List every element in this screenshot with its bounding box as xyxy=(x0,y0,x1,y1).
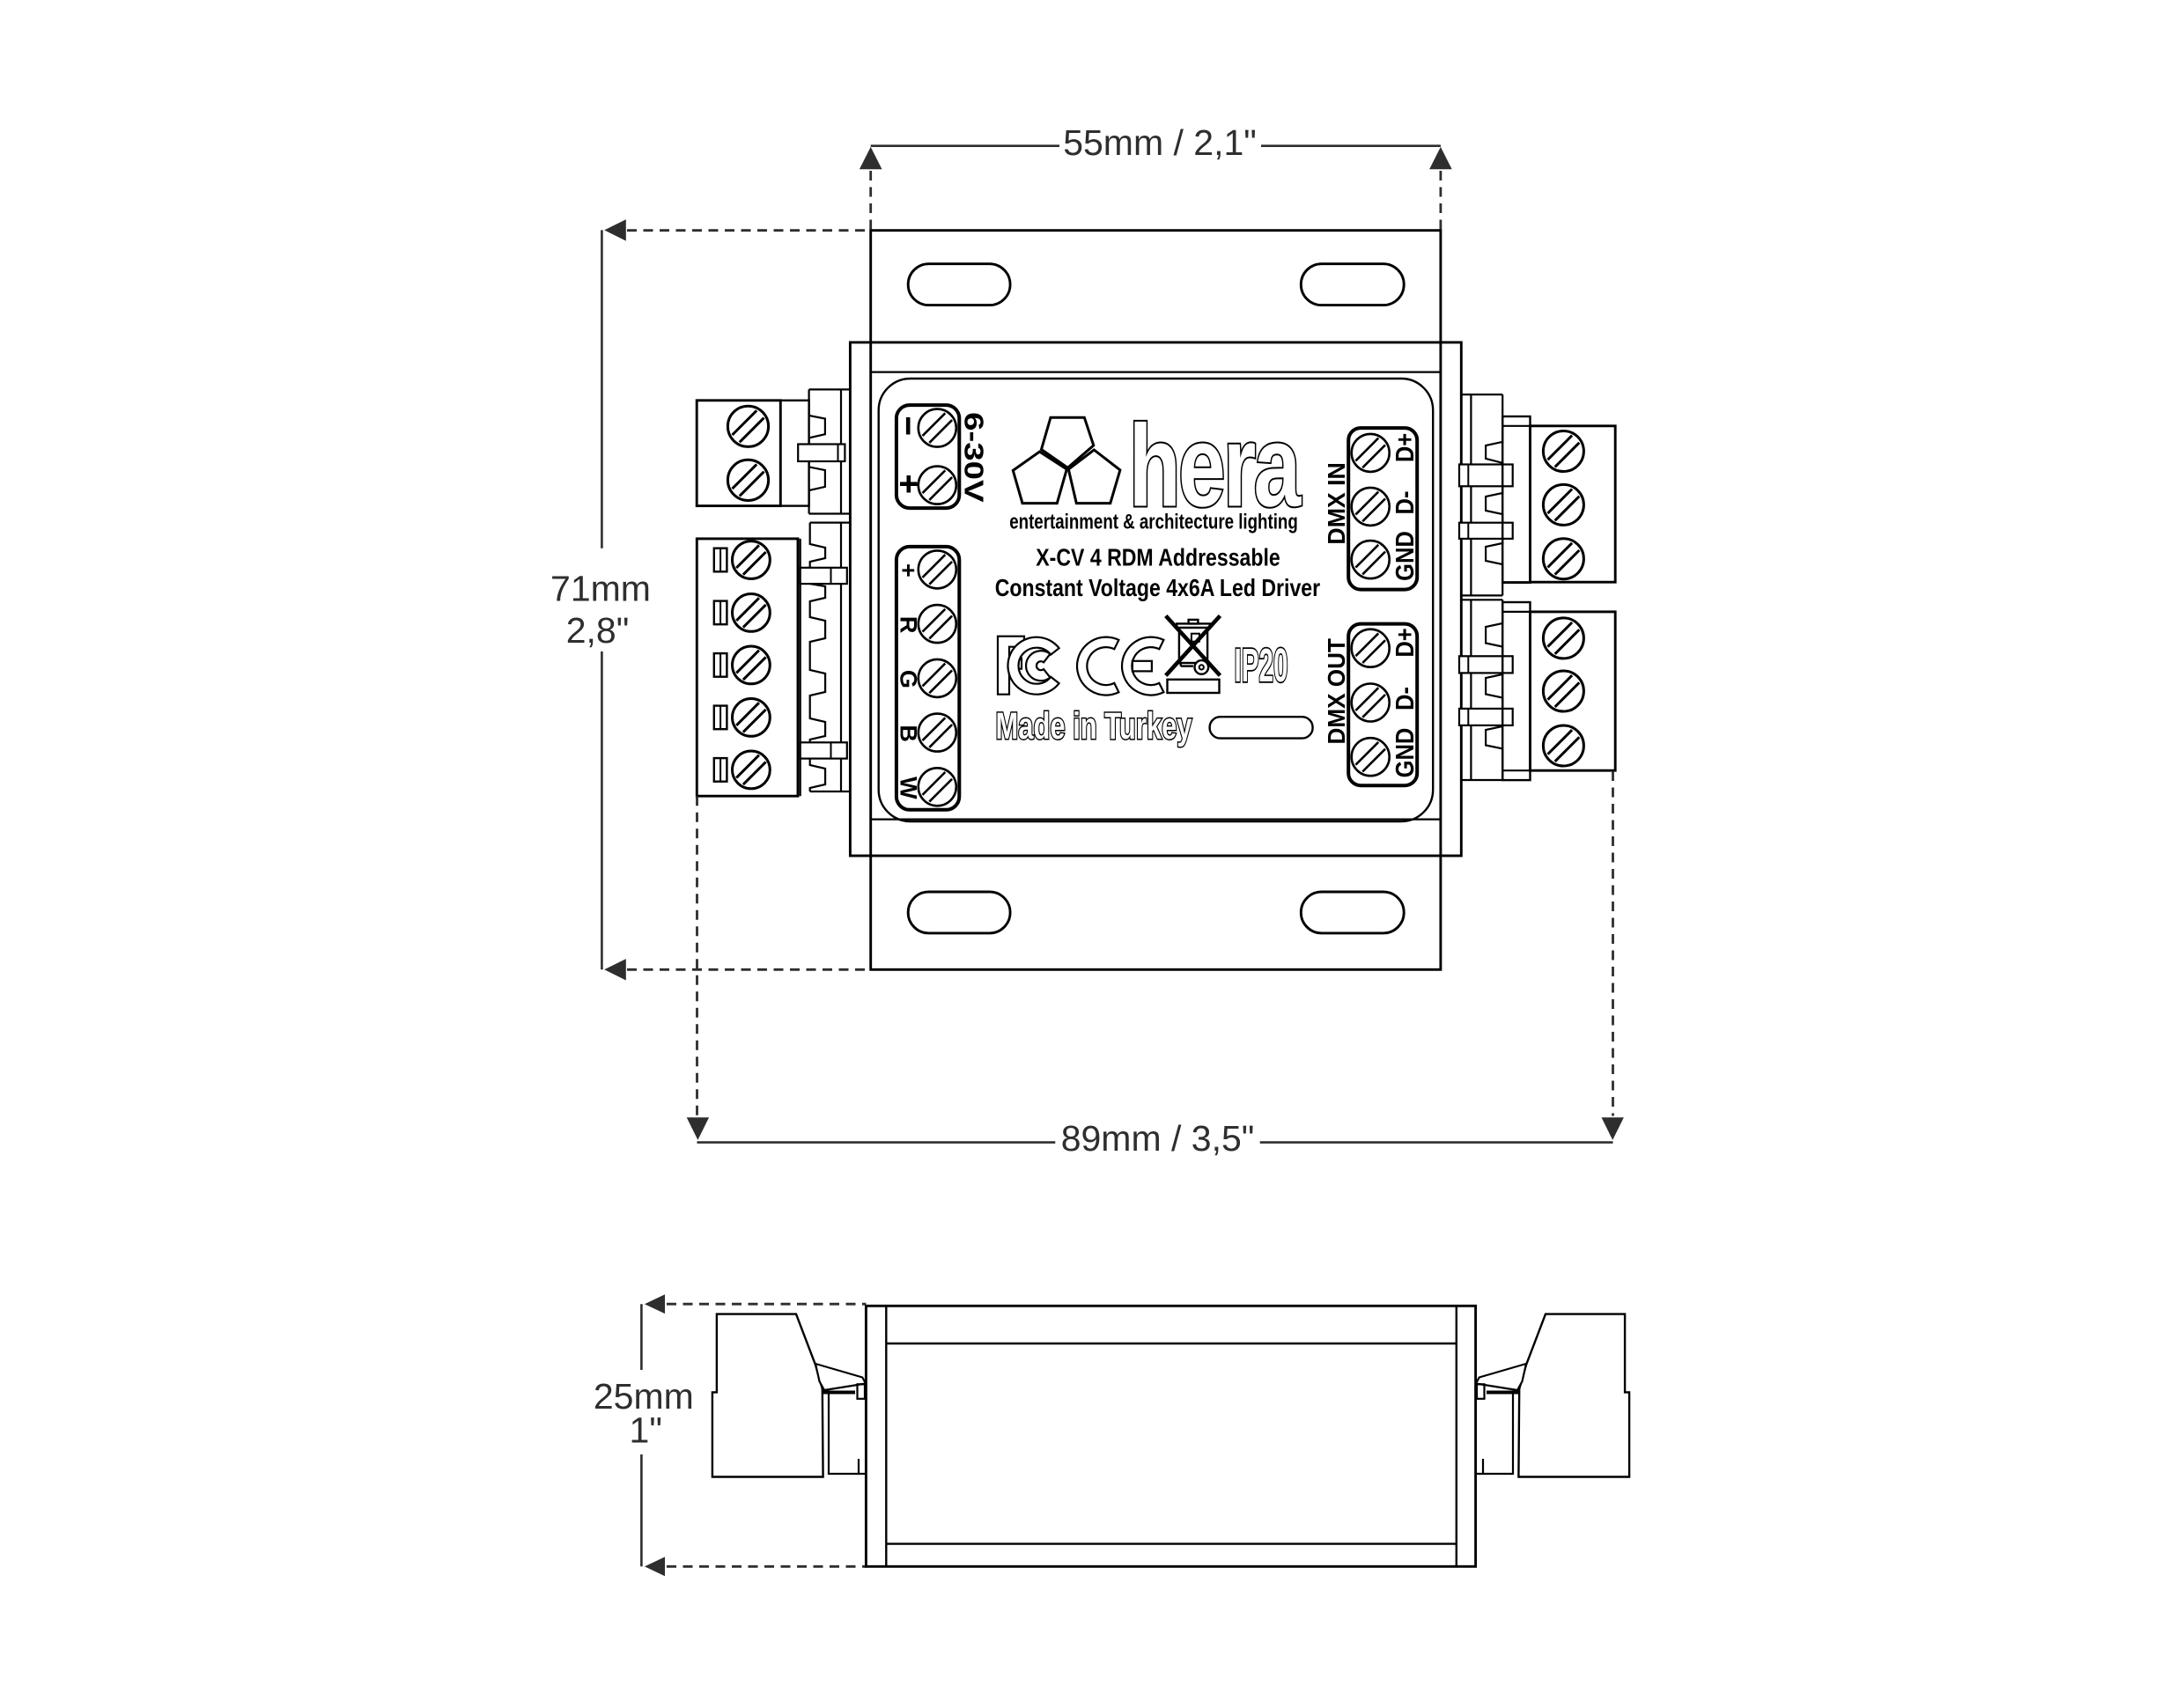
svg-text:IP20: IP20 xyxy=(1234,640,1288,692)
svg-text:89mm / 3,5": 89mm / 3,5" xyxy=(1061,1118,1255,1159)
svg-text:D-: D- xyxy=(1390,687,1419,710)
svg-text:B: B xyxy=(896,725,922,742)
svg-text:2,8": 2,8" xyxy=(566,610,630,651)
svg-text:+: + xyxy=(896,563,922,578)
svg-text:entertainment & architecture l: entertainment & architecture lighting xyxy=(1009,510,1298,534)
svg-text:DMX OUT: DMX OUT xyxy=(1323,637,1350,744)
svg-text:D+: D+ xyxy=(1390,433,1419,462)
svg-text:X-CV 4 RDM Addressable: X-CV 4 RDM Addressable xyxy=(1036,544,1280,570)
svg-text:R: R xyxy=(896,616,922,634)
svg-text:GND: GND xyxy=(1390,728,1419,778)
svg-text:Constant Voltage 4x6A Led Driv: Constant Voltage 4x6A Led Driver xyxy=(995,575,1321,601)
svg-text:55mm / 2,1": 55mm / 2,1" xyxy=(1063,122,1257,163)
svg-text:1": 1" xyxy=(630,1410,662,1451)
svg-text:D+: D+ xyxy=(1390,628,1419,657)
svg-text:GND: GND xyxy=(1390,531,1419,581)
svg-text:DMX IN: DMX IN xyxy=(1323,462,1350,544)
svg-text:6-30V: 6-30V xyxy=(958,412,987,503)
svg-text:71mm: 71mm xyxy=(550,569,651,609)
svg-text:hera: hera xyxy=(1129,401,1302,531)
svg-text:G: G xyxy=(896,670,922,688)
svg-text:D-: D- xyxy=(1390,491,1419,515)
svg-text:25mm: 25mm xyxy=(594,1376,694,1417)
svg-text:W: W xyxy=(896,777,922,799)
svg-text:Made in Turkey: Made in Turkey xyxy=(995,704,1192,747)
